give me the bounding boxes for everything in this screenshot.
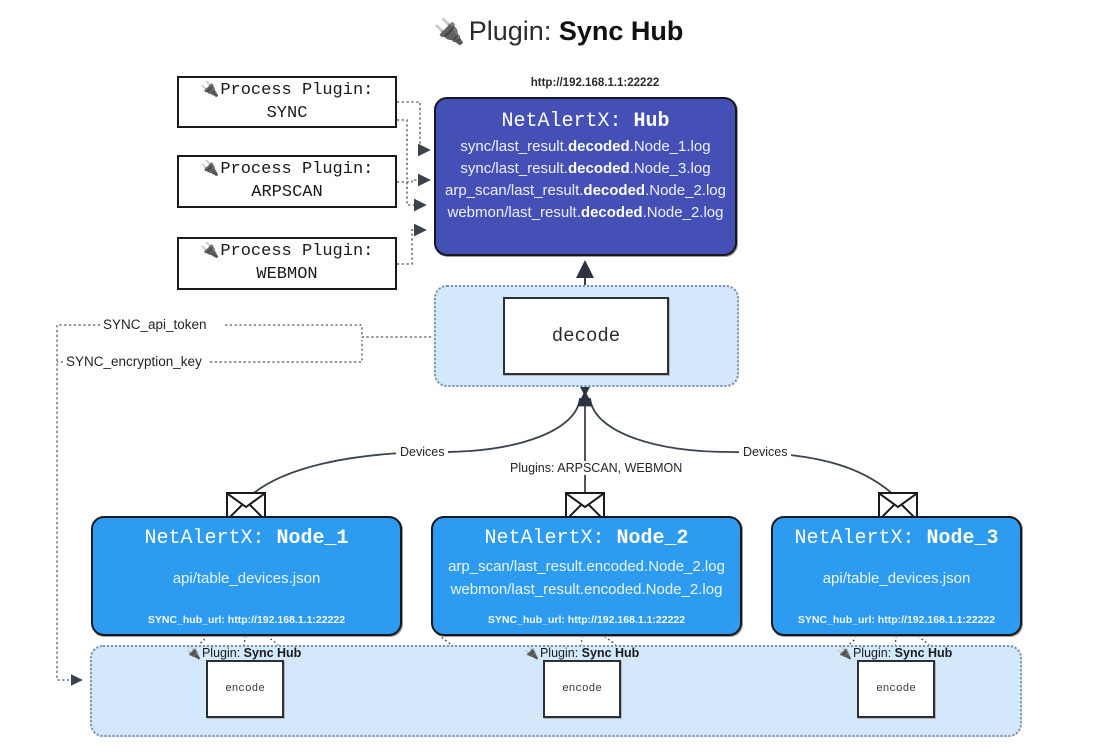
process-plugin-sync[interactable]: 🔌Process Plugin: SYNC	[177, 76, 397, 128]
process-plugin-label: Process Plugin:	[220, 242, 374, 262]
hub-title-prefix: NetAlertX:	[501, 110, 622, 133]
page-title: 🔌Plugin: Sync Hub	[0, 16, 1117, 47]
encoder-plugin-label-2: 🔌Plugin: Sync Hub	[524, 646, 640, 660]
node-title: NetAlertX: Node_3	[794, 527, 999, 550]
hub-log-line: webmon/last_result.decoded.Node_2.log	[447, 204, 724, 221]
node-title: NetAlertX: Node_2	[484, 527, 689, 550]
plug-icon: 🔌	[524, 646, 539, 660]
hub-log-line: arp_scan/last_result.decoded.Node_2.log	[445, 182, 726, 199]
node-title: NetAlertX: Node_1	[144, 527, 349, 550]
hub-url: http://192.168.1.1:22222	[530, 77, 660, 89]
plug-icon: 🔌	[200, 241, 220, 260]
plug-icon: 🔌	[186, 646, 201, 660]
hub-title-name: Hub	[633, 110, 670, 133]
edge-label-plugins: Plugins: ARPSCAN, WEBMON	[506, 461, 687, 475]
page-title-prefix: Plugin:	[468, 16, 552, 46]
process-plugin-arpscan[interactable]: 🔌Process Plugin: ARPSCAN	[177, 155, 397, 208]
label-sync-api-token: SYNC_api_token	[100, 317, 210, 332]
hub-log-line: sync/last_result.decoded.Node_3.log	[460, 160, 711, 177]
plug-icon: 🔌	[837, 646, 852, 660]
encode-box-1[interactable]: encode	[206, 660, 284, 718]
node-2[interactable]: NetAlertX: Node_2 arp_scan/last_result.e…	[431, 516, 742, 636]
decode-box[interactable]: decode	[503, 297, 669, 375]
hub-title: NetAlertX: Hub	[436, 110, 735, 133]
node-line: arp_scan/last_result.encoded.Node_2.log	[448, 558, 725, 575]
page-title-name: Sync Hub	[558, 16, 684, 46]
encode-box-2[interactable]: encode	[543, 660, 621, 718]
node-3[interactable]: NetAlertX: Node_3 api/table_devices.json…	[771, 516, 1022, 636]
process-plugin-name: ARPSCAN	[251, 183, 323, 202]
plug-icon: 🔌	[200, 159, 220, 178]
plug-icon: 🔌	[200, 79, 220, 98]
hub-log-line: sync/last_result.decoded.Node_1.log	[460, 138, 711, 155]
process-plugin-label: Process Plugin:	[220, 80, 374, 100]
process-plugin-name: WEBMON	[256, 265, 318, 284]
label-sync-encryption-key: SYNC_encryption_key	[63, 354, 205, 369]
edge-label-devices-right: Devices	[739, 445, 792, 459]
encoder-plugin-label-3: 🔌Plugin: Sync Hub	[837, 646, 953, 660]
edge-label-devices-left: Devices	[396, 445, 449, 459]
encode-box-3[interactable]: encode	[857, 660, 935, 718]
node-1[interactable]: NetAlertX: Node_1 api/table_devices.json…	[91, 516, 402, 636]
process-plugin-label: Process Plugin:	[220, 160, 374, 180]
encoder-plugin-label-1: 🔌Plugin: Sync Hub	[186, 646, 302, 660]
node-line: api/table_devices.json	[172, 570, 321, 587]
node-footer: SYNC_hub_url: http://192.168.1.1:22222	[487, 614, 686, 626]
plug-icon: 🔌	[433, 18, 465, 46]
node-footer: SYNC_hub_url: http://192.168.1.1:22222	[797, 614, 996, 626]
node-line: webmon/last_result.encoded.Node_2.log	[450, 581, 723, 598]
process-plugin-webmon[interactable]: 🔌Process Plugin: WEBMON	[177, 237, 397, 290]
node-footer: SYNC_hub_url: http://192.168.1.1:22222	[147, 614, 346, 626]
hub-node[interactable]: NetAlertX: Hub sync/last_result.decoded.…	[434, 97, 737, 256]
node-line: api/table_devices.json	[822, 570, 971, 587]
process-plugin-name: SYNC	[266, 103, 308, 123]
